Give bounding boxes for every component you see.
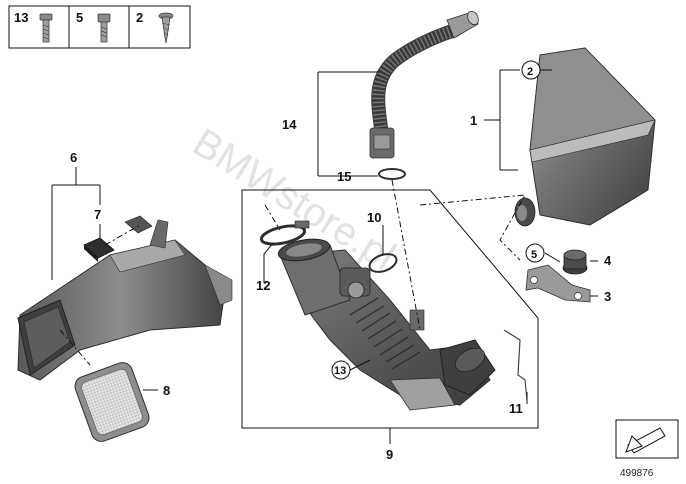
callout-13: 13 bbox=[334, 365, 346, 377]
vent-hose bbox=[369, 10, 479, 159]
callout-3: 3 bbox=[604, 289, 611, 304]
hose-clamp bbox=[259, 220, 310, 246]
callout-14: 14 bbox=[282, 117, 297, 132]
callout-11: 11 bbox=[509, 401, 523, 416]
filter-grille bbox=[74, 362, 150, 442]
rubber-mount bbox=[562, 249, 588, 275]
resonator-box bbox=[514, 47, 656, 227]
callout-10: 10 bbox=[367, 210, 381, 225]
callout-1: 1 bbox=[470, 113, 477, 128]
foam-pad bbox=[83, 215, 153, 262]
hardware-box-frame bbox=[8, 5, 191, 49]
callout-4: 4 bbox=[604, 253, 612, 268]
arrow-icon bbox=[625, 427, 666, 454]
bracket bbox=[525, 264, 591, 303]
hardware-item-number: 2 bbox=[136, 10, 143, 25]
callout-8: 8 bbox=[163, 383, 170, 398]
callout-circle bbox=[331, 360, 351, 380]
hardware-item-number: 13 bbox=[14, 10, 28, 25]
intake-duct bbox=[17, 219, 233, 381]
fitting-line bbox=[104, 224, 141, 246]
screw-icon bbox=[158, 12, 174, 44]
callout-5: 5 bbox=[531, 249, 537, 261]
reference-box: 499876 bbox=[615, 419, 679, 479]
callout-9: 9 bbox=[386, 447, 393, 462]
fitting-line bbox=[264, 204, 281, 231]
callout-15: 15 bbox=[337, 169, 351, 184]
callout-2: 2 bbox=[527, 66, 533, 78]
hardware-item-number: 5 bbox=[76, 10, 83, 25]
fitting-line bbox=[419, 194, 526, 261]
callout-7: 7 bbox=[94, 207, 101, 222]
retaining-clip bbox=[503, 329, 528, 401]
bolt-icon bbox=[39, 13, 53, 43]
reference-number: 499876 bbox=[620, 468, 654, 479]
leader-lines bbox=[51, 69, 598, 444]
fitting-line bbox=[59, 329, 91, 366]
hardware-box: 13 5 2 bbox=[8, 5, 191, 49]
bolt-icon bbox=[97, 13, 111, 43]
callout-circle bbox=[525, 243, 545, 263]
callout-6: 6 bbox=[70, 150, 77, 165]
o-ring bbox=[378, 168, 406, 180]
callout-12: 12 bbox=[256, 278, 270, 293]
seal-ring bbox=[368, 253, 398, 273]
air-mass-meter-hose bbox=[277, 238, 496, 411]
callout-circle bbox=[521, 60, 541, 80]
fitting-line bbox=[391, 179, 421, 331]
assembly-outline bbox=[241, 189, 539, 429]
